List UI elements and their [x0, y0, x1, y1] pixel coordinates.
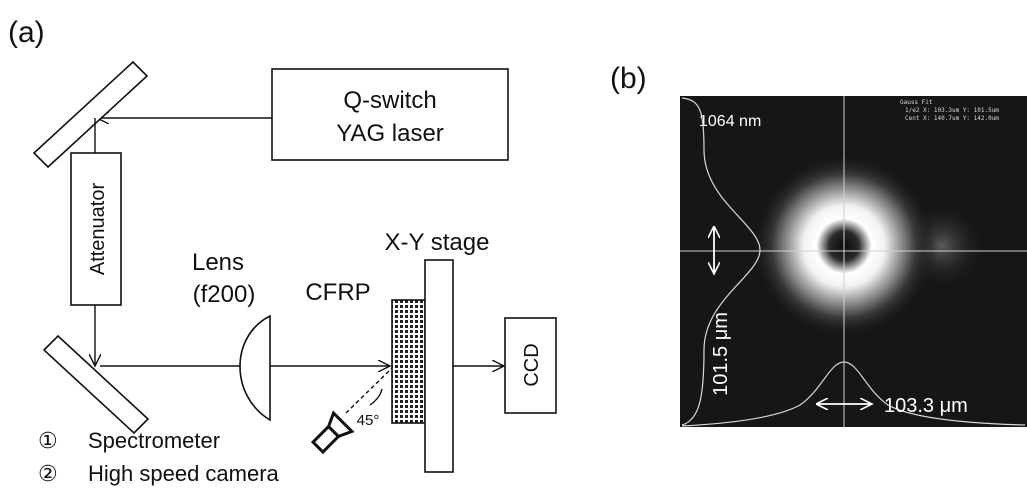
laser-label-line2: YAG laser: [336, 120, 444, 147]
beam-profile-image: 1064 nm Gauss Fit 1/e2 X: 103.3um Y: 101…: [680, 96, 1027, 427]
legend-text-2: High speed camera: [88, 461, 280, 486]
angle-label: 45°: [357, 412, 380, 429]
lens: [240, 316, 270, 420]
fit-title: Gauss Fit: [900, 99, 933, 106]
xy-stage: [425, 260, 453, 472]
fit-line-2: Cent X: 140.7um Y: 142.0um: [905, 115, 999, 122]
legend-item-1: ① Spectrometer: [38, 428, 220, 453]
legend-marker-2: ②: [38, 461, 58, 486]
width-y-label: 101.5 μm: [710, 312, 732, 396]
cfrp-label: CFRP: [305, 279, 370, 306]
wavelength-label: 1064 nm: [699, 113, 761, 130]
fit-line-1: 1/e2 X: 103.3um Y: 101.5um: [905, 107, 999, 114]
bottom-mirror: [44, 336, 148, 433]
camera-icon: [309, 413, 352, 456]
angle-arc: [370, 389, 382, 405]
panel-a-label: (a): [8, 16, 45, 49]
lens-label-line1: Lens: [192, 249, 244, 276]
legend-text-1: Spectrometer: [88, 428, 220, 453]
attenuator-label: Attenuator: [87, 183, 109, 276]
legend-item-2: ② High speed camera: [38, 461, 280, 486]
legend-marker-1: ①: [38, 428, 58, 453]
detection-path: [346, 368, 392, 413]
top-mirror: [34, 62, 147, 167]
width-x-label: 103.3 μm: [884, 395, 968, 417]
laser-label-line1: Q-switch: [343, 87, 436, 114]
stage-label: X-Y stage: [385, 229, 490, 256]
panel-b-label: (b): [610, 62, 647, 95]
lens-label-line2: (f200): [193, 281, 256, 308]
ccd-label: CCD: [521, 343, 543, 386]
cfrp-sample: [392, 300, 425, 423]
